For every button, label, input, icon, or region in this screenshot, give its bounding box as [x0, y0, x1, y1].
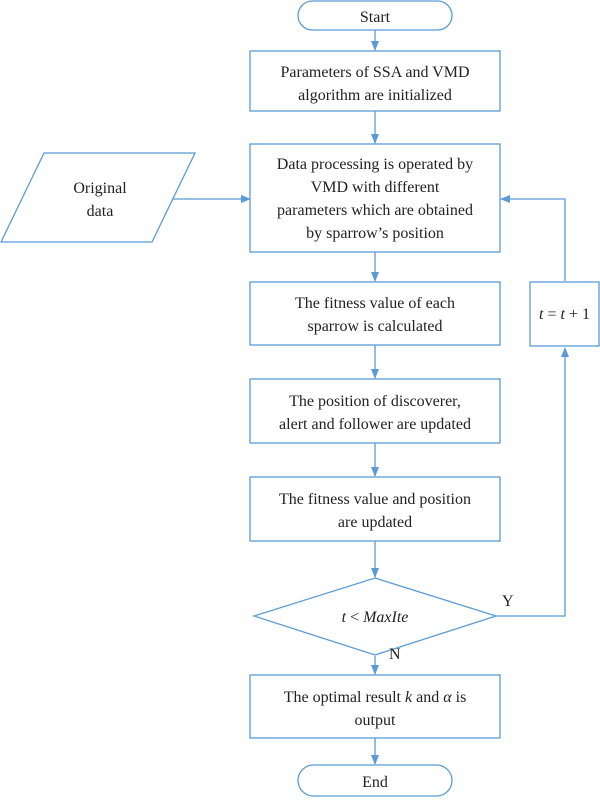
update-fitness-node: The fitness value and position are updat…: [249, 476, 501, 542]
increment-shape: [529, 281, 600, 347]
start-label: Start: [360, 9, 391, 26]
init-shape: [249, 50, 501, 112]
original-data-shape: [0, 152, 197, 243]
update-position-label-line-2: alert and follower are updated: [279, 416, 471, 433]
output-shape: [249, 674, 501, 739]
processing-label-line-3: parameters which are obtained: [277, 202, 473, 219]
output-text-c: is: [452, 689, 467, 706]
output-node: The optimal result k and α is output: [249, 674, 501, 739]
start-shape: [297, 0, 453, 31]
decision-node: t < MaxIte: [251, 577, 499, 656]
processing-label-line-2: VMD with different: [311, 179, 440, 196]
init-label-line-1: Parameters of SSA and VMD: [280, 64, 469, 81]
processing-label-line-1: Data processing is operated by: [277, 156, 473, 173]
edge-label-no: N: [389, 646, 401, 663]
increment-var: t: [561, 306, 566, 323]
edge-decision-to-increment-yes: [496, 347, 569, 617]
update-position-node: The position of discoverer, alert and fo…: [249, 378, 501, 444]
edge-increment-to-processing: [500, 195, 566, 281]
edge-label-yes: Y: [502, 593, 514, 610]
output-alpha: α: [443, 689, 452, 706]
start-node: Start: [297, 0, 453, 31]
decision-bound: MaxIte: [362, 609, 408, 626]
end-label: End: [362, 774, 388, 791]
init-node: Parameters of SSA and VMD algorithm are …: [249, 50, 501, 112]
init-label-line-2: algorithm are initialized: [298, 87, 452, 104]
output-label-line-2: output: [355, 712, 396, 729]
edges: [173, 30, 569, 765]
increment-lhs: t: [539, 306, 544, 323]
decision-shape: [251, 577, 499, 656]
output-text-b: and: [412, 689, 443, 706]
increment-tail: + 1: [565, 306, 590, 323]
increment-equals: =: [543, 306, 560, 323]
fitness-label-line-2: sparrow is calculated: [307, 318, 442, 335]
decision-var: t: [342, 609, 347, 626]
decision-operator: <: [346, 609, 363, 626]
fitness-shape: [249, 281, 501, 346]
decision-label: t < MaxIte: [342, 609, 409, 626]
increment-node: t = t + 1: [529, 281, 600, 347]
update-fitness-shape: [249, 476, 501, 542]
output-label-line-1: The optimal result k and α is: [284, 689, 467, 706]
update-position-shape: [249, 378, 501, 444]
original-data-label-line-1: Original: [73, 180, 127, 197]
original-data-label-line-2: data: [87, 203, 114, 220]
increment-label: t = t + 1: [539, 306, 590, 323]
output-k: k: [405, 689, 413, 706]
end-shape: [297, 764, 453, 797]
update-fitness-label-line-1: The fitness value and position: [279, 491, 471, 508]
fitness-label-line-1: The fitness value of each: [295, 295, 455, 312]
fitness-node: The fitness value of each sparrow is cal…: [249, 281, 501, 346]
end-node: End: [297, 764, 453, 797]
processing-node: Data processing is operated by VMD with …: [249, 143, 501, 253]
original-data-node: Original data: [0, 152, 197, 243]
update-position-label-line-1: The position of discoverer,: [289, 393, 461, 410]
update-fitness-label-line-2: are updated: [338, 514, 412, 531]
processing-shape: [249, 143, 501, 253]
processing-label-line-4: by sparrow’s position: [306, 225, 444, 242]
output-text-a: The optimal result: [284, 689, 405, 706]
